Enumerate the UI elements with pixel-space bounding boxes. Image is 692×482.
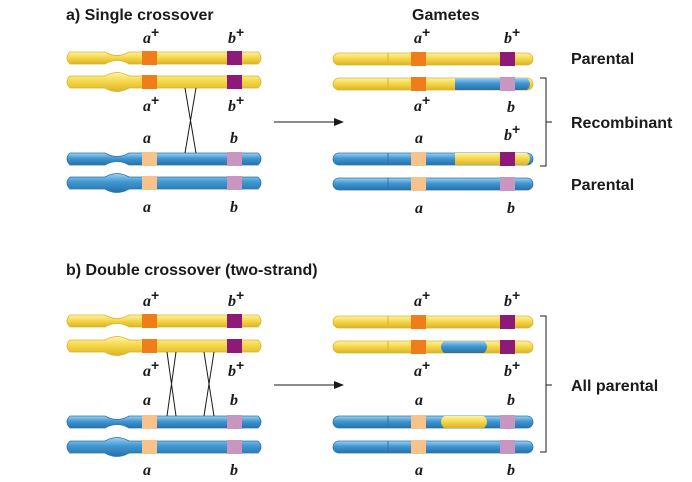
allele-labels-a-left: a+ b+ a+ b+ a b a b	[143, 24, 244, 216]
svg-text:b: b	[507, 99, 515, 116]
allele-labels-b-right: a+ b+ a+ b+ a b a b	[414, 287, 520, 479]
svg-text:a+: a+	[143, 24, 159, 47]
svg-text:a: a	[415, 392, 423, 409]
svg-text:b+: b+	[504, 121, 520, 144]
gametes-title: Gametes	[412, 7, 480, 24]
svg-text:b+: b+	[228, 24, 244, 47]
svg-text:b: b	[507, 392, 515, 409]
arrow-b	[274, 381, 344, 389]
chromosome-blue-homolog-a	[66, 152, 262, 193]
svg-text:b: b	[507, 462, 515, 479]
locus-b-plus	[227, 51, 242, 65]
svg-text:b+: b+	[504, 287, 520, 310]
locus-a-plus	[142, 75, 157, 89]
svg-text:a+: a+	[414, 24, 430, 47]
section-a-title: a) Single crossover	[66, 7, 214, 24]
gametes-a	[332, 52, 534, 191]
svg-text:a: a	[143, 392, 151, 409]
allele-labels-b-left: a+ b+ a+ b+ a b a b	[143, 287, 244, 479]
svg-text:a: a	[143, 130, 151, 147]
svg-text:a: a	[415, 462, 423, 479]
crossover-lines-a	[184, 87, 197, 154]
svg-text:a+: a+	[143, 92, 159, 115]
svg-text:b: b	[507, 200, 515, 217]
chromosome-yellow-homolog-a	[66, 51, 262, 92]
svg-text:b: b	[230, 130, 238, 147]
svg-text:a+: a+	[414, 357, 430, 380]
allele-labels-a-right: a+ b+ a+ b a b+ a b	[414, 24, 520, 217]
arrow-a	[274, 118, 344, 126]
svg-text:b+: b+	[504, 357, 520, 380]
svg-text:b+: b+	[504, 24, 520, 47]
svg-text:a+: a+	[143, 357, 159, 380]
svg-text:a: a	[415, 130, 423, 147]
label-recombinant: Recombinant	[571, 115, 673, 132]
label-all-parental: All parental	[571, 378, 658, 395]
locus-a-plus	[142, 51, 157, 65]
svg-text:a: a	[415, 200, 423, 217]
chromosome-blue-homolog-b	[66, 415, 262, 457]
chromosome-yellow-homolog-b	[66, 314, 262, 356]
svg-text:b+: b+	[228, 287, 244, 310]
svg-text:a: a	[143, 199, 151, 216]
locus-b-plus	[227, 75, 242, 89]
svg-text:a+: a+	[414, 287, 430, 310]
label-parental-bottom: Parental	[571, 177, 634, 194]
section-b-title: b) Double crossover (two-strand)	[66, 262, 318, 279]
all-parental-bracket	[540, 315, 552, 453]
svg-text:b: b	[230, 392, 238, 409]
svg-text:a: a	[143, 462, 151, 479]
gametes-b	[332, 315, 534, 454]
svg-text:b+: b+	[228, 92, 244, 115]
svg-text:b: b	[230, 462, 238, 479]
recombinant-bracket	[540, 77, 552, 167]
svg-text:a+: a+	[414, 92, 430, 115]
label-parental-top: Parental	[571, 51, 634, 68]
crossover-lines-b	[166, 351, 215, 417]
svg-text:b+: b+	[228, 357, 244, 380]
svg-text:a+: a+	[143, 287, 159, 310]
svg-text:b: b	[230, 199, 238, 216]
